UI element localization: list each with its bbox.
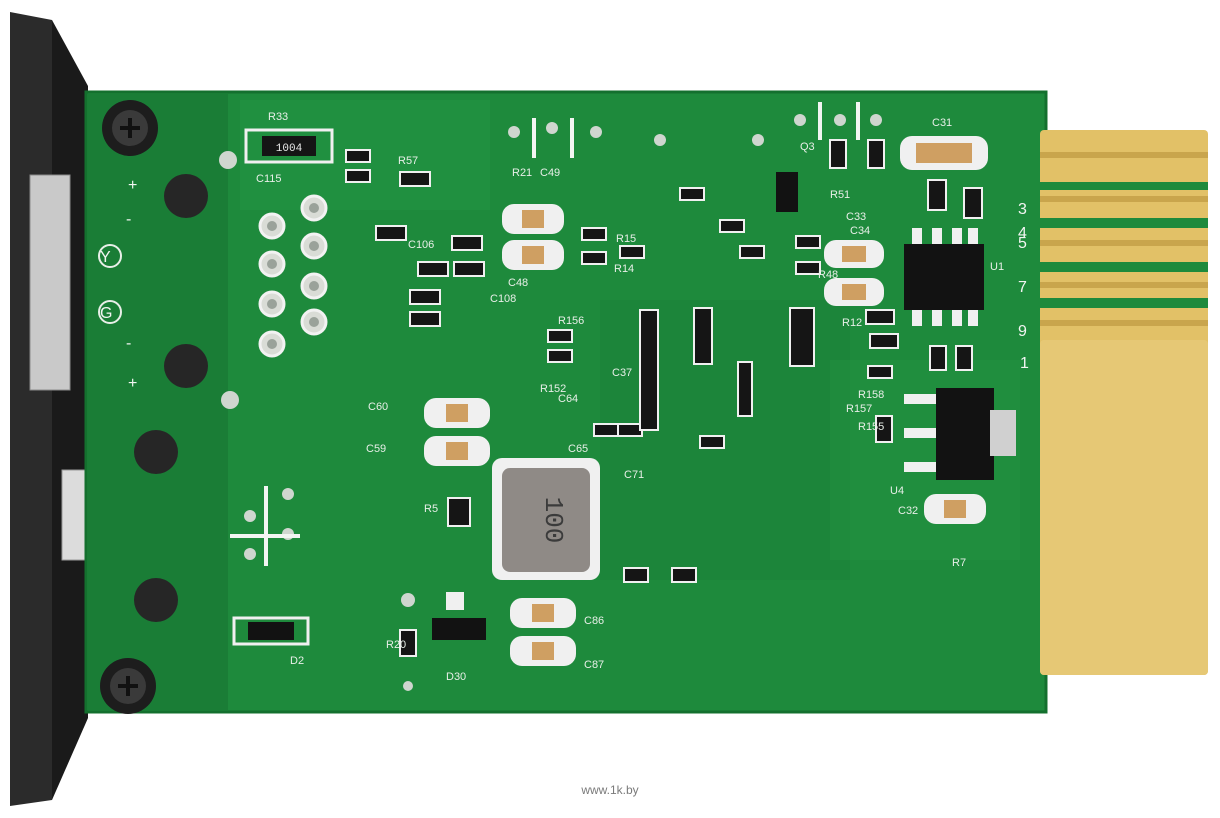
diode-d30 — [432, 592, 486, 640]
label-r12: R12 — [842, 317, 862, 329]
label-r14: R14 — [614, 263, 634, 275]
label-q3: Q3 — [800, 141, 815, 153]
silkscreen-marks — [230, 102, 860, 566]
power-inductor: 100 — [492, 458, 600, 580]
label-r155: R155 — [858, 421, 884, 433]
label-u4: U4 — [890, 485, 904, 497]
edge-number-7: 7 — [1018, 279, 1027, 296]
label-c59: C59 — [366, 443, 386, 455]
capacitors — [424, 136, 988, 666]
label-r51: R51 — [830, 189, 850, 201]
label-r5: R5 — [424, 503, 438, 515]
gold-edge-connector — [1040, 130, 1208, 675]
label-r57: R57 — [398, 155, 418, 167]
label-d2: D2 — [290, 655, 304, 667]
inductor-marking: 100 — [538, 497, 568, 544]
label-r20: R20 — [386, 639, 406, 651]
label-c106: C106 — [408, 239, 434, 251]
label-c108: C108 — [490, 293, 516, 305]
edge-number-5: 5 — [1018, 235, 1027, 252]
diode-d2 — [232, 616, 310, 646]
reference-labels: R33 C115 R57 C31 R51 C33 C34 C48 C49 R21… — [256, 111, 1004, 683]
label-c64: C64 — [558, 393, 578, 405]
regulator-u4 — [904, 388, 1016, 480]
symbol-plus-bottom: + — [128, 375, 137, 392]
label-c37: C37 — [612, 367, 632, 379]
label-c48: C48 — [508, 277, 528, 289]
screw-top — [102, 100, 158, 156]
symbol-g: G — [100, 305, 112, 322]
resistor-marking: 1004 — [276, 143, 303, 155]
symbol-minus-top: - — [126, 211, 131, 228]
label-r33: R33 — [268, 111, 288, 123]
label-c49: C49 — [540, 167, 560, 179]
edge-number-9: 9 — [1018, 323, 1027, 340]
label-c32: C32 — [898, 505, 918, 517]
label-u1: U1 — [990, 261, 1004, 273]
label-c33: C33 — [846, 211, 866, 223]
label-c71: C71 — [624, 469, 644, 481]
transistor-q3 — [776, 172, 798, 212]
ic-u1 — [904, 228, 984, 326]
watermark-text: www.1k.by — [581, 783, 639, 797]
label-r158: R158 — [858, 389, 884, 401]
label-c115: C115 — [256, 173, 281, 185]
edge-numbers: 3 4 5 7 9 1 — [1018, 201, 1029, 372]
label-r157: R157 — [846, 403, 872, 415]
edge-number-3: 3 — [1018, 201, 1027, 218]
screw-bottom — [100, 658, 156, 714]
front-silkscreen: + - Y G - + — [98, 177, 137, 392]
label-r7: R7 — [952, 557, 966, 569]
label-c65: C65 — [568, 443, 588, 455]
metal-bracket — [10, 12, 88, 806]
standoffs — [134, 174, 208, 622]
resistor-r33: 1004 — [244, 128, 334, 164]
label-d30: D30 — [446, 671, 466, 683]
label-c34: C34 — [850, 225, 870, 237]
edge-number-4: 4 — [1018, 225, 1027, 242]
label-c31: C31 — [932, 117, 952, 129]
symbol-minus-bottom: - — [126, 335, 131, 352]
label-r156: R156 — [558, 315, 584, 327]
symbol-plus-top: + — [128, 177, 137, 194]
symbol-y: Y — [100, 249, 111, 266]
label-r48: R48 — [818, 269, 838, 281]
label-c86: C86 — [584, 615, 604, 627]
label-c87: C87 — [584, 659, 604, 671]
label-r152: R152 — [540, 383, 566, 395]
pin-header-inner — [267, 203, 319, 349]
test-points — [219, 114, 882, 691]
edge-number-1: 1 — [1020, 355, 1029, 372]
label-r15: R15 — [616, 233, 636, 245]
smd-components — [345, 139, 983, 657]
label-c60: C60 — [368, 401, 388, 413]
label-r21: R21 — [512, 167, 532, 179]
